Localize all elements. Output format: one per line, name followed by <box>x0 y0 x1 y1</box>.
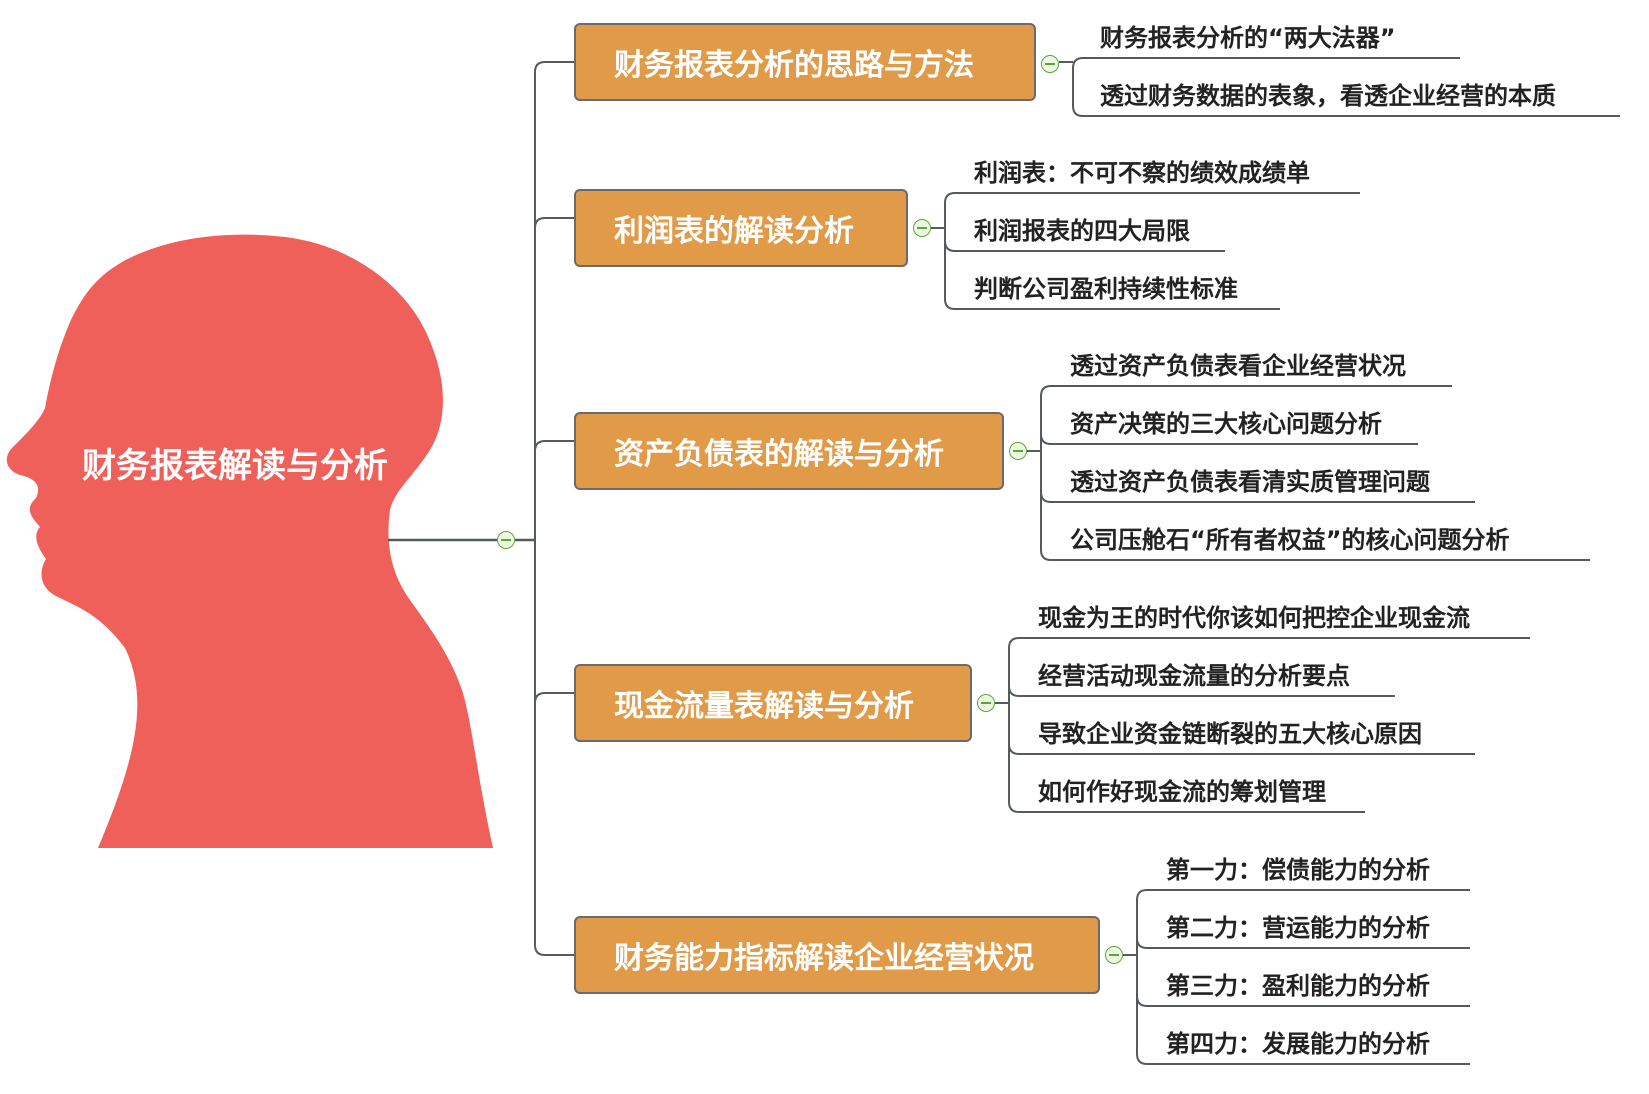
branch-topic-4[interactable]: 现金流量表解读与分析 <box>574 664 972 742</box>
branch-topic-1[interactable]: 财务报表分析的思路与方法 <box>574 23 1036 101</box>
branch-4-collapse-icon[interactable] <box>977 694 995 712</box>
leaf-topic[interactable]: 资产决策的三大核心问题分析 <box>1070 410 1382 438</box>
leaf-topic[interactable]: 财务报表分析的“两大法器” <box>1100 24 1396 52</box>
leaf-topic[interactable]: 如何作好现金流的筹划管理 <box>1038 778 1326 806</box>
leaf-topic[interactable]: 公司压舱石“所有者权益”的核心问题分析 <box>1070 526 1510 554</box>
branch-2-collapse-icon[interactable] <box>913 219 931 237</box>
leaf-topic[interactable]: 导致企业资金链断裂的五大核心原因 <box>1038 720 1422 748</box>
leaf-topic[interactable]: 第三力：盈利能力的分析 <box>1166 972 1430 1000</box>
leaf-topic[interactable]: 第四力：发展能力的分析 <box>1166 1030 1430 1058</box>
leaf-topic[interactable]: 现金为王的时代你该如何把控企业现金流 <box>1038 604 1470 632</box>
branch-topic-2[interactable]: 利润表的解读分析 <box>574 189 908 267</box>
branch-3-collapse-icon[interactable] <box>1009 442 1027 460</box>
leaf-topic[interactable]: 利润报表的四大局限 <box>974 217 1190 245</box>
leaf-topic[interactable]: 经营活动现金流量的分析要点 <box>1038 662 1350 690</box>
root-collapse-icon[interactable] <box>497 531 515 549</box>
root-topic[interactable]: 财务报表解读与分析 <box>82 445 388 486</box>
branch-topic-5[interactable]: 财务能力指标解读企业经营状况 <box>574 916 1100 994</box>
leaf-topic[interactable]: 判断公司盈利持续性标准 <box>974 275 1238 303</box>
leaf-topic[interactable]: 第一力：偿债能力的分析 <box>1166 856 1430 884</box>
head-shape <box>6 234 494 848</box>
branch-5-collapse-icon[interactable] <box>1105 946 1123 964</box>
leaf-topic[interactable]: 透过财务数据的表象，看透企业经营的本质 <box>1100 82 1556 110</box>
leaf-topic[interactable]: 第二力：营运能力的分析 <box>1166 914 1430 942</box>
leaf-topic[interactable]: 利润表：不可不察的绩效成绩单 <box>974 159 1310 187</box>
branch-topic-3[interactable]: 资产负债表的解读与分析 <box>574 412 1004 490</box>
leaf-topic[interactable]: 透过资产负债表看企业经营状况 <box>1070 352 1406 380</box>
branch-1-collapse-icon[interactable] <box>1041 55 1059 73</box>
leaf-topic[interactable]: 透过资产负债表看清实质管理问题 <box>1070 468 1430 496</box>
